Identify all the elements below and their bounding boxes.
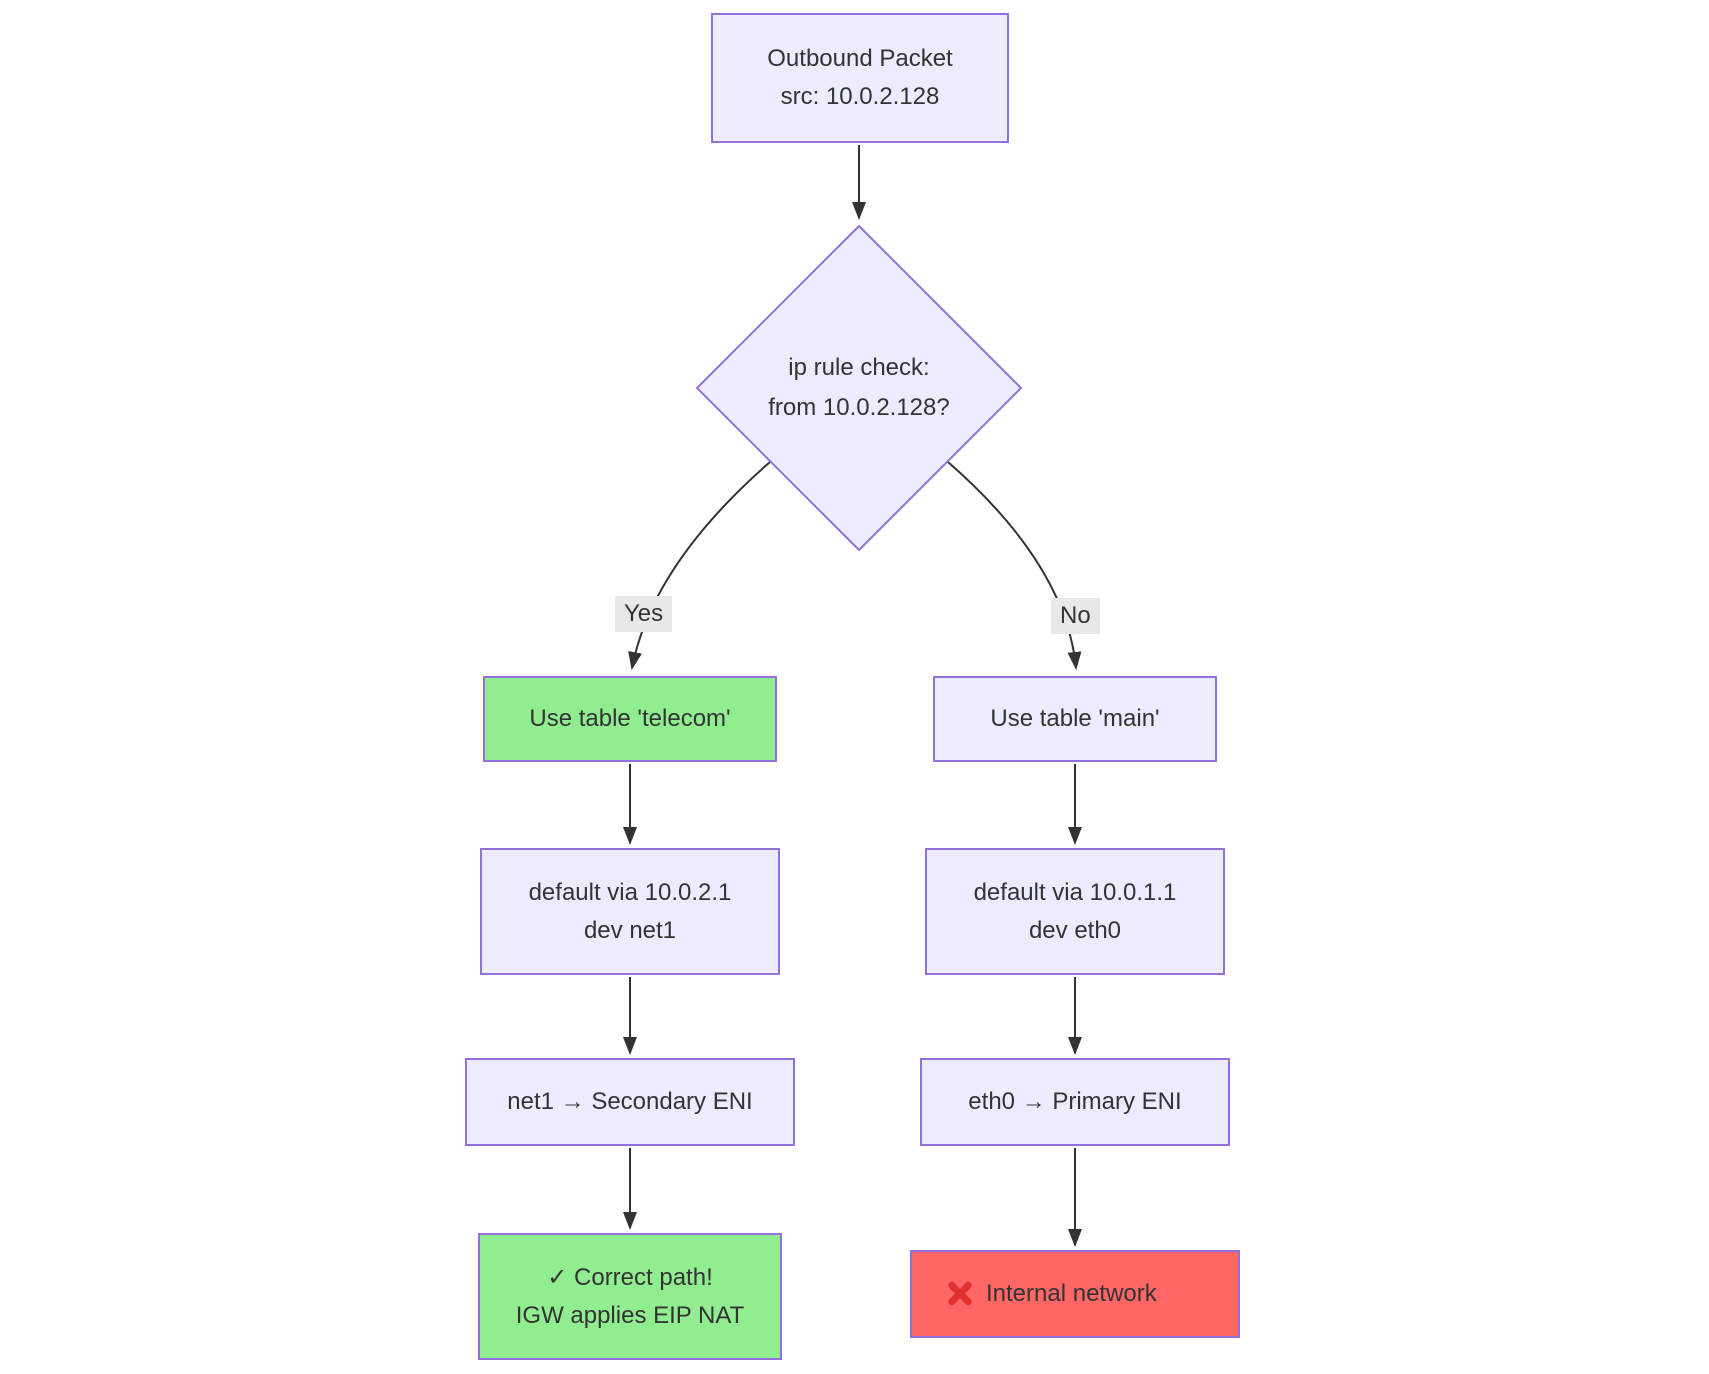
- telecom-label: Use table 'telecom': [529, 705, 731, 732]
- node-use-table-main: Use table 'main': [933, 676, 1217, 762]
- decision-line2: from 10.0.2.128?: [768, 394, 950, 421]
- route-eth0-line2: dev eth0: [1028, 916, 1122, 944]
- x-mark-icon: [946, 1280, 974, 1308]
- node-internal-network: Internal network: [910, 1250, 1240, 1338]
- edge-label-yes: Yes: [615, 596, 673, 632]
- correct-line1: ✓ Correct path!: [547, 1263, 713, 1291]
- node-outbound-packet: Outbound Packet src: 10.0.2.128: [711, 13, 1009, 143]
- decision-text: ip rule check: from 10.0.2.128?: [696, 225, 1022, 551]
- eni-net1-label: net1 → Secondary ENI: [507, 1088, 753, 1115]
- correct-line2: IGW applies EIP NAT: [515, 1301, 745, 1329]
- diamond-shape: [696, 225, 1022, 551]
- node-correct-path: ✓ Correct path! IGW applies EIP NAT: [478, 1233, 782, 1360]
- edge-label-no: No: [1051, 598, 1100, 634]
- route-net1-line2: dev net1: [583, 916, 677, 944]
- decision-line1: ip rule check:: [788, 354, 930, 381]
- node-eth0-primary-eni: eth0 → Primary ENI: [920, 1058, 1230, 1146]
- main-label: Use table 'main': [990, 705, 1160, 732]
- node-route-net1: default via 10.0.2.1 dev net1: [480, 848, 780, 975]
- node-outbound-line1: Outbound Packet: [767, 45, 953, 72]
- node-net1-secondary-eni: net1 → Secondary ENI: [465, 1058, 795, 1146]
- node-outbound-line2: src: 10.0.2.128: [780, 83, 940, 110]
- node-ip-rule-check: ip rule check: from 10.0.2.128?: [696, 225, 1022, 551]
- wrong-label: Internal network: [986, 1280, 1157, 1307]
- eni-eth0-label: eth0 → Primary ENI: [968, 1088, 1182, 1115]
- node-use-table-telecom: Use table 'telecom': [483, 676, 777, 762]
- node-route-eth0: default via 10.0.1.1 dev eth0: [925, 848, 1225, 975]
- route-net1-line1: default via 10.0.2.1: [528, 878, 732, 906]
- route-eth0-line1: default via 10.0.1.1: [973, 878, 1177, 906]
